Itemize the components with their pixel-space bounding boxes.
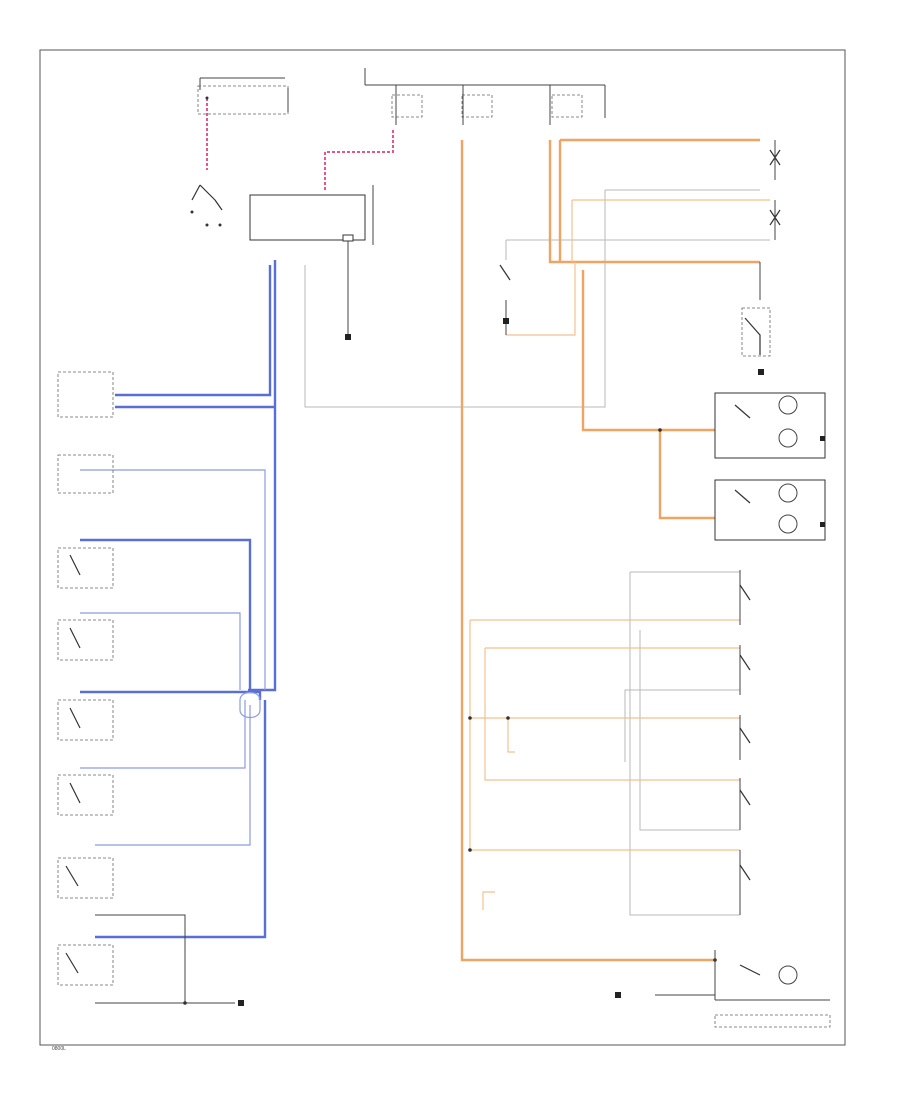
left-ground-bus <box>95 914 235 1004</box>
orange-wire-courtesy-feed <box>581 270 715 432</box>
blue-wire-secondary-trunk <box>115 260 277 692</box>
tailgate-lock-switch <box>57 857 114 899</box>
blue-wire-main-trunk <box>115 265 272 397</box>
blue-wire-right-front-door <box>80 612 241 690</box>
door-ajar-switch-right-front <box>739 715 751 760</box>
orange-wire-top-feed <box>548 140 760 264</box>
left-rear-door-switch <box>57 699 114 741</box>
gray-wire-module-to-right <box>304 190 606 408</box>
module-ground-terminal <box>342 234 354 242</box>
rear-compartment-lamp <box>714 950 831 1028</box>
rear-lamp-ground-icon <box>615 992 621 998</box>
blue-wire-left-rear-door <box>80 690 262 700</box>
right-rear-door-switch <box>57 774 114 816</box>
door-ajar-switch-right-rear <box>739 645 751 695</box>
blue-wire-left-front-door <box>80 538 252 690</box>
gray-wire-right-sides <box>629 571 740 916</box>
fuse-panel-box <box>197 85 289 115</box>
cargo-lamp <box>741 262 771 357</box>
liftgate-ajar-switch <box>739 850 751 915</box>
door-lock-switch-driver <box>57 371 114 418</box>
blue-wire-tailgate-switch <box>95 705 251 846</box>
door-ajar-switch-left-rear <box>739 570 751 625</box>
cargo-lamp-ground-icon <box>758 369 764 375</box>
courtesy-lamp-left-assembly <box>714 479 826 541</box>
left-front-door-switch <box>57 547 114 589</box>
right-front-door-switch <box>57 619 114 661</box>
courtesy-switch <box>499 264 511 335</box>
pink-wire-module-feed <box>324 130 394 190</box>
footer-label: 0800L <box>52 1046 66 1052</box>
blue-wire-right-rear-door <box>80 700 246 769</box>
orange-wire-main-trunk <box>460 140 715 962</box>
blue-wire-liftgate <box>80 469 266 690</box>
dome-lamp-left <box>769 140 781 180</box>
module-ground-icon <box>345 334 351 340</box>
orange-wire-door-lamp-branches <box>469 619 740 851</box>
fuse-block <box>364 68 606 125</box>
dome-lamp-right <box>769 200 781 240</box>
rear-door-lock-switch <box>57 944 114 986</box>
blue-wire-rear-door-lock <box>95 700 267 939</box>
left-ground-icon <box>238 1000 244 1006</box>
ignition-switch-contacts <box>191 184 223 211</box>
liftgate-lock-switch <box>57 454 114 494</box>
courtesy-lamp-right-assembly <box>714 392 826 459</box>
ignition-switch-section <box>190 77 289 227</box>
door-ajar-switch-left-front <box>739 778 751 830</box>
diagram-frame <box>39 49 846 1046</box>
central-control-module <box>249 194 366 241</box>
